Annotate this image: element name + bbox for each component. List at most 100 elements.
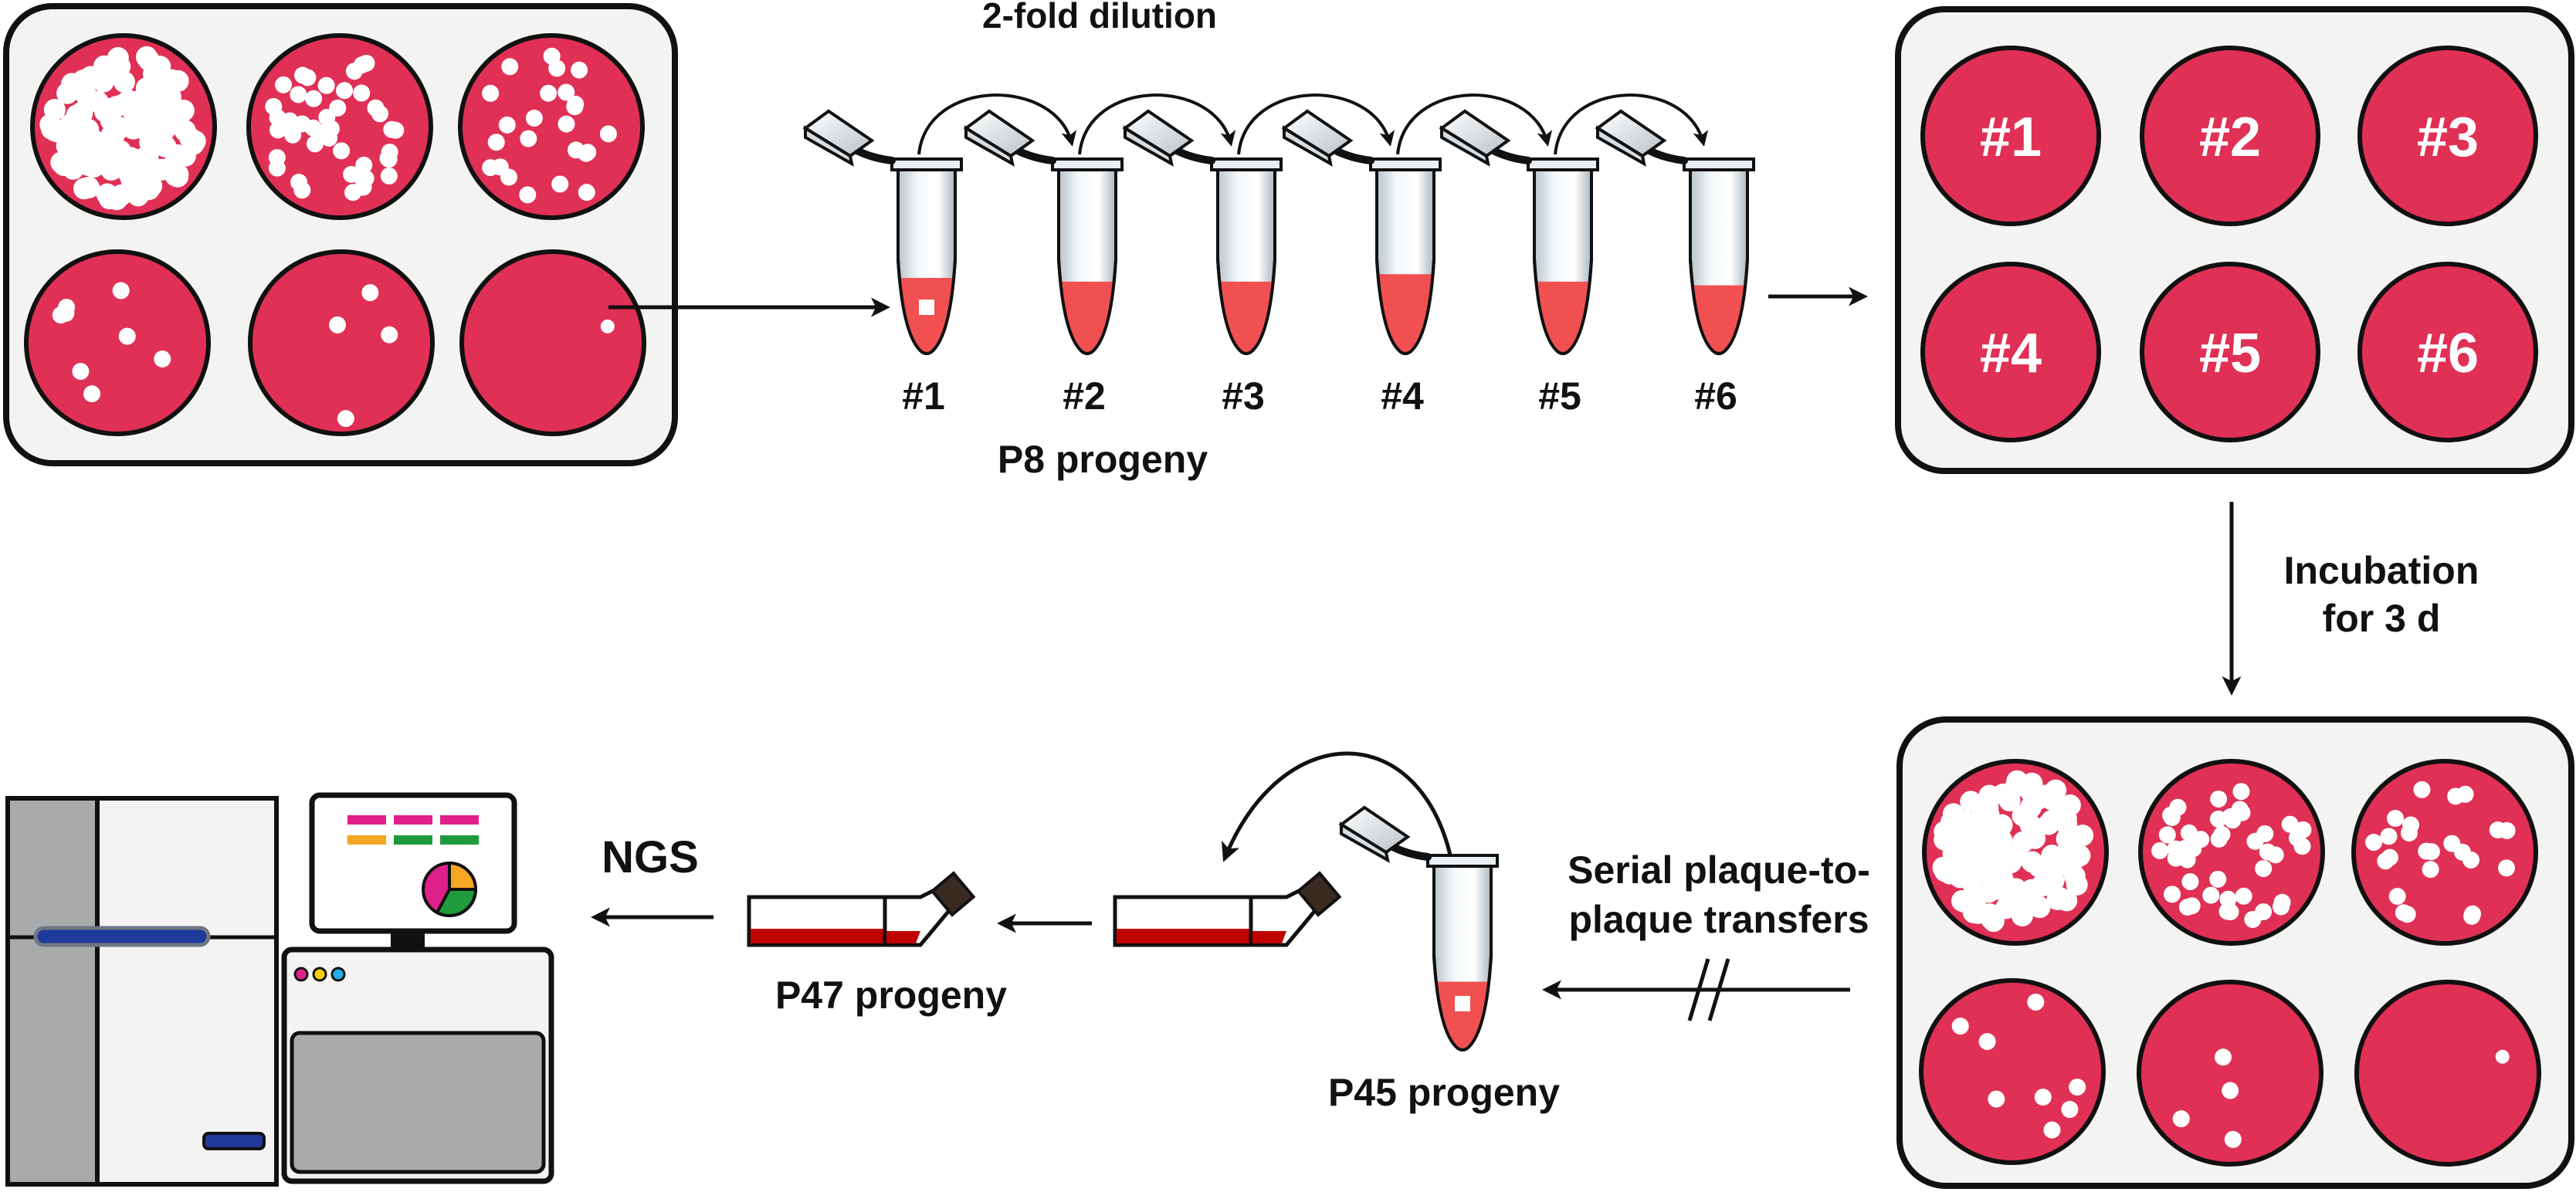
plaque: [2388, 888, 2406, 906]
plaque: [1951, 1018, 1969, 1035]
plaque: [103, 123, 126, 145]
plaque: [118, 327, 136, 345]
plaque: [387, 121, 405, 139]
plaque: [69, 144, 91, 167]
plaque: [380, 151, 398, 168]
sequencer-instrument-icon: [5, 796, 279, 1187]
plaque: [353, 84, 371, 102]
plaque: [1978, 903, 2001, 926]
plaque: [154, 350, 171, 367]
plaque: [2162, 807, 2180, 825]
plaque: [123, 101, 145, 124]
plaque: [2224, 811, 2242, 829]
well-plaques: [458, 33, 645, 220]
plaque: [2167, 849, 2185, 867]
plaque: [1937, 858, 1960, 880]
plaque: [1981, 825, 2004, 848]
plaque: [137, 167, 159, 189]
plaque: [355, 156, 373, 174]
pie-chart-icon: [422, 861, 478, 917]
plaque: [305, 90, 323, 107]
plaque: [2395, 904, 2412, 922]
plaque: [2294, 821, 2312, 838]
plaque: [2042, 869, 2065, 892]
numbered-well: #1: [1920, 46, 2101, 226]
plaque: [318, 109, 336, 127]
plate-incubated-plaques: [1896, 716, 2574, 1189]
plaque: [558, 115, 575, 133]
dilution-arrows: [917, 93, 1709, 155]
plaque: [94, 97, 117, 120]
well-plaques: [246, 33, 433, 220]
plaque: [2178, 898, 2196, 916]
plate-numbered-wells-group: #1#2#3#4#5#6: [1920, 46, 2538, 442]
well-number-label: #5: [2199, 323, 2261, 384]
plaque: [92, 70, 114, 93]
plaque: [487, 134, 505, 151]
well-plaques: [30, 33, 217, 220]
plaque: [56, 82, 79, 104]
plaque: [357, 170, 375, 188]
numbered-well: #3: [2357, 46, 2538, 226]
plaque: [2222, 903, 2239, 921]
plaque: [77, 118, 100, 141]
plaque: [2222, 1082, 2239, 1099]
plaque: [600, 319, 615, 334]
plaque: [160, 86, 182, 109]
plaque: [2209, 870, 2227, 888]
plaque: [2063, 865, 2086, 887]
plaque: [1998, 790, 2021, 812]
well-plaques: [2137, 980, 2323, 1167]
microcentrifuge-tube-icon: [1338, 805, 1499, 1051]
plaque: [1978, 784, 2001, 807]
plaque: [337, 410, 354, 428]
plaque: [2069, 1079, 2086, 1096]
plaque: [540, 84, 558, 102]
plaque: [2061, 1101, 2079, 1119]
well-plaques: [24, 249, 211, 436]
plaque: [2273, 893, 2291, 911]
plaque: [2497, 859, 2515, 877]
plaque: [2418, 842, 2435, 860]
plaque: [1964, 891, 1987, 913]
well-number-label: #1: [1980, 107, 2042, 168]
plaque: [567, 95, 585, 113]
plaque: [2172, 1110, 2190, 1128]
plaque: [2495, 1049, 2510, 1064]
plaque: [275, 76, 293, 93]
plaque: [164, 145, 187, 168]
plaque: [1960, 791, 1982, 813]
plaque: [2387, 809, 2405, 827]
plaque: [2224, 1130, 2242, 1148]
plaque: [2051, 803, 2073, 825]
plaque: [2422, 861, 2439, 879]
plaque: [2235, 887, 2252, 905]
plaque: [2380, 828, 2398, 845]
plaque: [577, 144, 595, 162]
p45-tube: [1338, 805, 1499, 1051]
plaque: [2402, 816, 2420, 834]
well-plaques: [2138, 759, 2325, 946]
p8-progeny-label: P8 progeny: [998, 438, 1208, 481]
plaque: [72, 363, 90, 381]
well-number-label: #6: [2417, 323, 2479, 384]
plaque: [548, 59, 566, 77]
plaque: [1978, 1033, 1996, 1051]
dilution-arrow: [1078, 93, 1236, 155]
plaque: [98, 188, 120, 210]
p47-progeny-label: P47 progeny: [775, 974, 1007, 1017]
plaque: [1983, 879, 2005, 901]
plaque: [571, 61, 588, 79]
plaque: [2381, 848, 2398, 866]
numbered-well: #5: [2140, 262, 2320, 442]
plaque: [1968, 849, 1991, 872]
plaque: [120, 169, 143, 191]
plaque: [149, 56, 171, 78]
plaque: [2181, 873, 2199, 891]
microcentrifuge-tube-icon: [1439, 109, 1599, 355]
plaque: [2293, 838, 2311, 855]
serial-transfer-label-line1: Serial plaque-to-: [1568, 848, 1870, 892]
plaque: [2158, 826, 2176, 844]
microcentrifuge-tube-icon: [1595, 109, 1755, 355]
